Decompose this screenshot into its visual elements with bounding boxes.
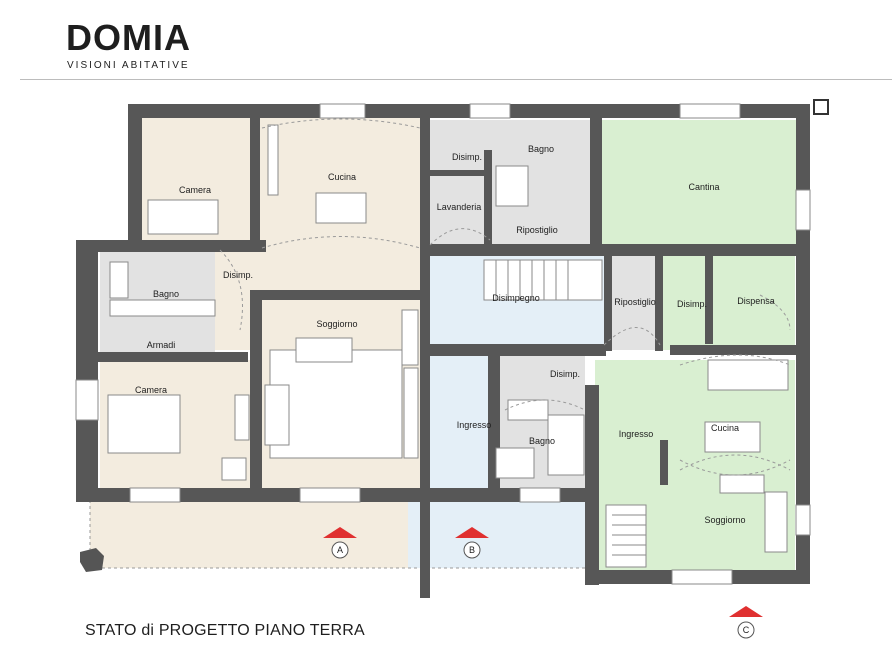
room-label: Ingresso xyxy=(619,429,654,439)
room-label: Ingresso xyxy=(457,420,492,430)
room-label: Armadi xyxy=(147,340,176,350)
room-label: Dispensa xyxy=(737,296,775,306)
windows xyxy=(75,103,811,585)
stairs xyxy=(483,259,646,556)
room-label: Camera xyxy=(135,385,167,395)
room-label: Disimp. xyxy=(452,152,482,162)
furniture xyxy=(107,124,789,568)
section-marker-c: C xyxy=(729,606,763,639)
room-label: Ripostiglio xyxy=(614,297,656,307)
header-divider xyxy=(20,79,892,80)
room-label: Soggiorno xyxy=(704,515,745,525)
room-label: Ripostiglio xyxy=(516,225,558,235)
terrace-floor xyxy=(90,500,408,568)
section-marker-b: B xyxy=(455,527,489,559)
room-label: Bagno xyxy=(528,144,554,154)
section-marker-b-label: B xyxy=(469,545,475,555)
room-label: Lavanderia xyxy=(437,202,482,212)
room-label: Disimp. xyxy=(677,299,707,309)
room-label: Disimp. xyxy=(223,270,253,280)
brand-logo: DOMIA xyxy=(66,17,191,58)
room-label: Soggiorno xyxy=(316,319,357,329)
room-label: Bagno xyxy=(153,289,179,299)
room-label: Cantina xyxy=(688,182,719,192)
chimney-marker xyxy=(813,99,829,115)
section-marker-c-label: C xyxy=(743,625,750,635)
section-marker-a-label: A xyxy=(337,545,343,555)
plan-caption: STATO di PROGETTO PIANO TERRA xyxy=(85,622,365,639)
room-label: Disimpegno xyxy=(492,293,540,303)
corner-pillar xyxy=(80,548,104,572)
section-marker-a: A xyxy=(323,527,357,559)
brand-tagline: VISIONI ABITATIVE xyxy=(67,60,190,71)
room-label: Camera xyxy=(179,185,211,195)
room-labels: CameraCucinaDisimp.BagnoLavanderiaRipost… xyxy=(135,144,775,525)
room-label: Bagno xyxy=(529,436,555,446)
porch-floor xyxy=(408,500,586,568)
room-label: Disimp. xyxy=(550,369,580,379)
room-label: Cucina xyxy=(328,172,356,182)
door-swings xyxy=(219,118,791,476)
room-label: Cucina xyxy=(711,423,739,433)
